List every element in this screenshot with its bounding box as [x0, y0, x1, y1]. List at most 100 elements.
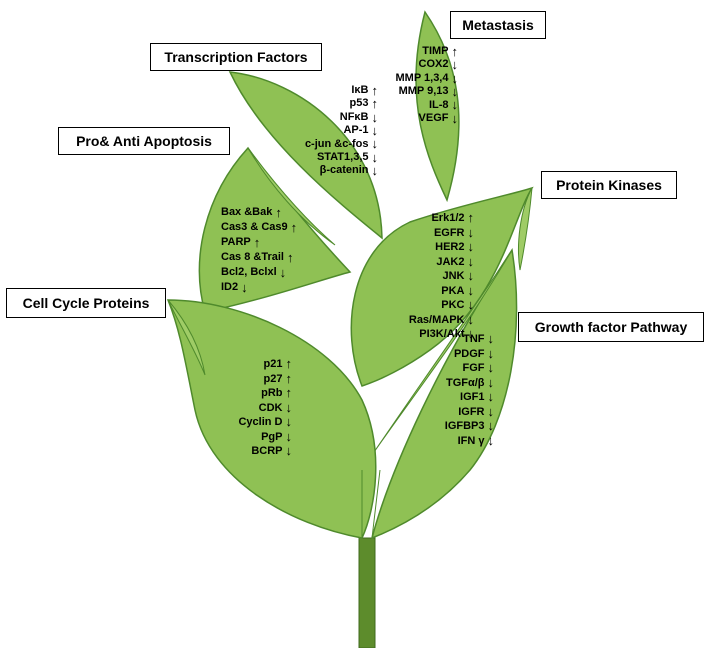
item-label: CDK — [258, 401, 283, 414]
list-item: TGFα/β↓ — [418, 376, 494, 391]
item-label: JAK2 — [436, 255, 465, 268]
list-item: HER2↓ — [356, 240, 474, 255]
item-label: HER2 — [435, 241, 465, 253]
list-item: IGFBP3↓ — [418, 419, 494, 434]
item-label: PKA — [441, 284, 465, 297]
growth-label: Growth factor Pathway — [518, 312, 704, 342]
down-arrow-icon: ↓ — [241, 279, 248, 295]
down-arrow-icon: ↓ — [487, 360, 495, 376]
down-arrow-icon: ↓ — [451, 57, 459, 73]
item-label: Cas3 & Cas9 — [221, 221, 288, 233]
item-label: IGFR — [458, 405, 485, 418]
list-item: IGF1↓ — [418, 390, 494, 405]
item-label: Erk1/2 — [431, 212, 465, 224]
list-item: PKA↓ — [356, 284, 474, 299]
list-item: AP-1↓ — [240, 124, 378, 137]
list-item: IFN γ↓ — [418, 434, 494, 449]
list-item: PDGF↓ — [418, 347, 494, 362]
stem — [358, 537, 376, 648]
list-item: BCRP↓ — [190, 444, 292, 459]
down-arrow-icon: ↓ — [467, 239, 475, 255]
item-label: pRb — [261, 387, 283, 399]
item-label: AP-1 — [343, 124, 369, 137]
list-item: PARP↑ — [221, 235, 341, 250]
list-item: STAT1,3,5↓ — [240, 151, 378, 164]
down-arrow-icon: ↓ — [467, 297, 475, 313]
down-arrow-icon: ↓ — [487, 345, 495, 361]
down-arrow-icon: ↓ — [451, 110, 459, 126]
down-arrow-icon: ↓ — [467, 253, 475, 269]
kinases-leaf-curl — [518, 187, 533, 271]
item-label: PI3K/Akt — [419, 328, 465, 340]
item-label: EGFR — [433, 226, 465, 239]
list-item: c-jun &c-fos↓ — [240, 136, 379, 152]
item-label: Ras/MAPK — [408, 313, 465, 326]
down-arrow-icon: ↓ — [451, 83, 459, 99]
up-arrow-icon: ↑ — [286, 249, 294, 265]
apoptosis-label: Pro& Anti Apoptosis — [58, 127, 230, 155]
down-arrow-icon: ↓ — [487, 331, 495, 347]
down-arrow-icon: ↓ — [285, 428, 293, 444]
down-arrow-icon: ↓ — [487, 403, 495, 419]
down-arrow-icon: ↓ — [487, 374, 495, 390]
growth-leaf — [370, 247, 518, 540]
up-arrow-icon: ↑ — [451, 43, 459, 59]
down-arrow-icon: ↓ — [467, 282, 475, 298]
list-item: Bcl2, Bclxl↓ — [221, 265, 341, 280]
list-item: EGFR↓ — [356, 226, 474, 241]
up-arrow-icon: ↑ — [285, 356, 293, 372]
down-arrow-icon: ↓ — [451, 97, 459, 113]
item-label: p53 — [349, 97, 369, 110]
list-item: VEGF↓ — [378, 112, 458, 125]
list-item: IL-8↓ — [378, 97, 459, 113]
cell-cycle-label: Cell Cycle Proteins — [6, 288, 166, 318]
list-item: ID2↓ — [221, 280, 341, 295]
down-arrow-icon: ↓ — [371, 149, 379, 165]
list-item: β-catenin↓ — [240, 164, 378, 177]
down-arrow-icon: ↓ — [371, 109, 379, 125]
down-arrow-icon: ↓ — [285, 399, 293, 415]
metastasis-label: Metastasis — [450, 11, 546, 39]
list-item: TIMP↑ — [378, 45, 458, 58]
up-arrow-icon: ↑ — [285, 370, 293, 386]
list-item: COX2↓ — [378, 58, 458, 71]
item-label: PKC — [441, 299, 465, 311]
list-item: Cas 8 &Trail↑ — [221, 250, 341, 265]
down-arrow-icon: ↓ — [371, 136, 379, 152]
item-label: c-jun &c-fos — [304, 137, 369, 150]
list-item: PgP↓ — [190, 430, 292, 445]
item-label: COX2 — [418, 58, 449, 71]
down-arrow-icon: ↓ — [487, 432, 495, 448]
list-item: CDK↓ — [190, 401, 292, 416]
kinases-label: Protein Kinases — [541, 171, 677, 199]
down-arrow-icon: ↓ — [467, 311, 475, 327]
item-label: JNK — [442, 270, 465, 282]
item-label: TGFα/β — [445, 376, 485, 389]
list-item: p21↑ — [190, 357, 292, 372]
cell-cycle-leaf-fold — [167, 299, 206, 376]
item-label: PDGF — [453, 347, 485, 360]
list-item: PKC↓ — [356, 298, 474, 313]
list-item: MMP 1,3,4↓ — [378, 72, 459, 85]
item-label: Bax &Bak — [221, 206, 273, 218]
item-label: TNF — [463, 333, 485, 345]
kinase-list: Erk1/2↑EGFR↓HER2↓JAK2↓JNK↓PKA↓PKC↓Ras/MA… — [356, 211, 474, 342]
list-item: TNF↓ — [418, 332, 494, 347]
item-label: STAT1,3,5 — [316, 151, 369, 164]
list-item: JAK2↓ — [356, 255, 474, 270]
cell-cycle-list: p21↑p27↑pRb↑CDK↓Cyclin D↓PgP↓BCRP↓ — [190, 357, 292, 459]
down-arrow-icon: ↓ — [279, 264, 287, 280]
down-arrow-icon: ↓ — [285, 414, 293, 430]
up-arrow-icon: ↑ — [275, 204, 282, 220]
item-label: Bcl2, Bclxl — [221, 266, 277, 278]
item-label: p21 — [263, 358, 283, 370]
kinases-leaf — [350, 186, 534, 387]
list-item: Cas3 & Cas9↑ — [221, 220, 341, 235]
item-label: IFN γ — [457, 434, 485, 447]
down-arrow-icon: ↓ — [467, 224, 475, 240]
list-item: IκB↑ — [240, 84, 378, 97]
list-item: NFκB↓ — [240, 111, 378, 124]
down-arrow-icon: ↓ — [467, 326, 475, 342]
item-label: BCRP — [251, 445, 283, 457]
